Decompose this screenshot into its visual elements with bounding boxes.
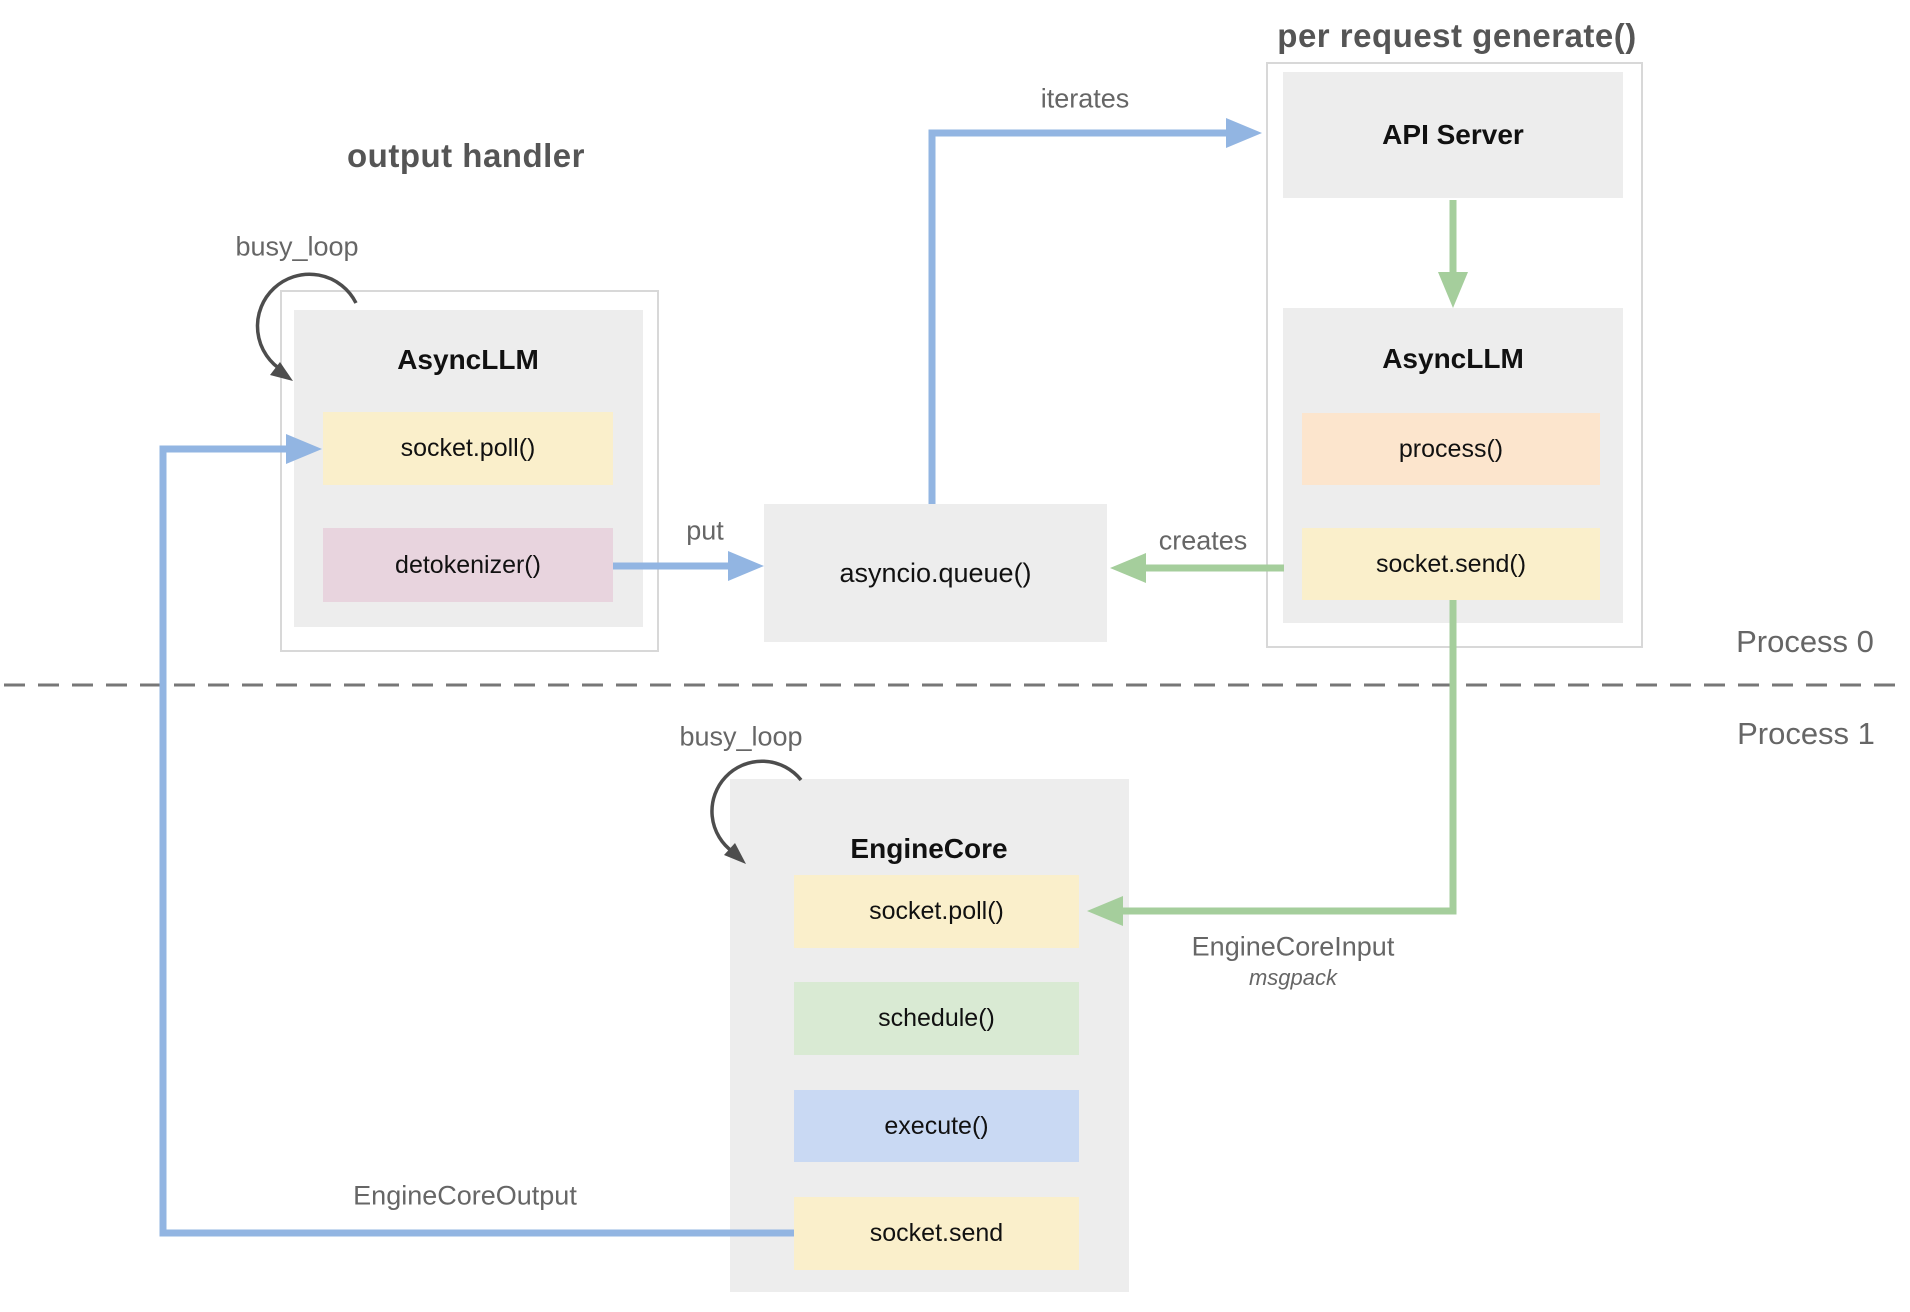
engine-core-schedule: schedule() [794,982,1079,1055]
engine-core-execute: execute() [794,1090,1079,1162]
asyncllm-left-title: AsyncLLM [397,344,539,375]
creates-edge-label: creates [1158,525,1248,556]
process-0-label: Process 0 [1736,624,1874,659]
iterates-edge-label: iterates [1040,83,1130,114]
per-request-generate-title: per request generate() [1277,17,1637,54]
asyncllm-right-socket-send: socket.send() [1302,528,1600,600]
busy-loop-label-left: busy_loop [235,231,359,262]
engine-core-socket-send: socket.send [794,1197,1079,1270]
iterates-arrowhead-icon [1226,118,1262,148]
busy-loop-label-engine: busy_loop [679,721,803,752]
asyncllm-left-detokenizer: detokenizer() [323,528,613,602]
put-edge-label: put [686,515,724,546]
msgpack-label: msgpack [1248,965,1338,990]
process-1-label: Process 1 [1737,716,1875,751]
creates-arrowhead-icon [1110,553,1146,583]
iterates-edge [928,129,1228,504]
engine-core-input-label: EngineCoreInput [1191,931,1395,962]
api-server-block: API Server [1283,72,1623,198]
output-handler-title: output handler [347,137,585,174]
asyncio-queue-node: asyncio.queue() [764,504,1107,642]
asyncllm-right-title: AsyncLLM [1382,343,1524,374]
engine-core-output-label: EngineCoreOutput [353,1180,577,1211]
engine-core-title: EngineCore [850,833,1008,864]
asyncllm-left-socket-poll: socket.poll() [323,412,613,485]
put-arrowhead-icon [728,551,764,581]
asyncllm-right-process: process() [1302,413,1600,485]
engine-core-socket-poll: socket.poll() [794,875,1079,948]
